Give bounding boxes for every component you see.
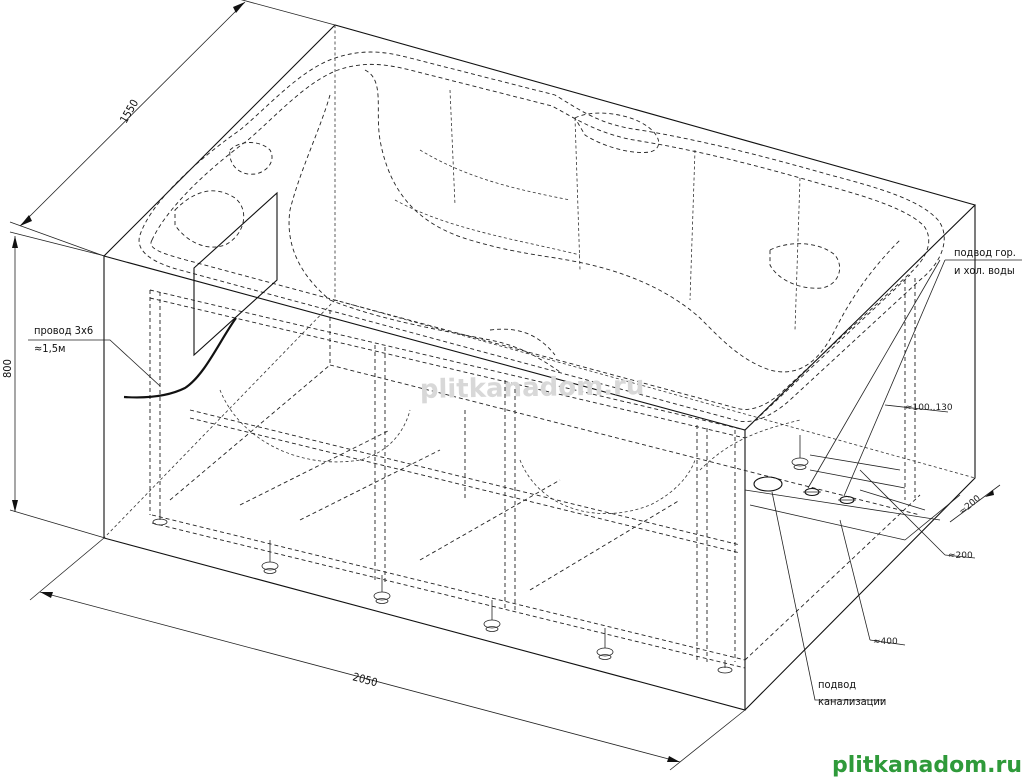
bounding-box (103, 24, 977, 711)
water-label-line1: подвод гор. (954, 246, 1016, 259)
width-dimension-label: 1550 (117, 97, 141, 125)
adjustable-feet (152, 435, 809, 674)
watermark-center: plitkanadom.ru (420, 371, 645, 405)
water-callout: подвод гор. и хол. воды (954, 246, 1016, 277)
dim-200-label-a: ≈200 (948, 551, 973, 561)
foot (483, 600, 501, 632)
foot (596, 628, 614, 660)
tub-rim (138, 51, 945, 514)
drain-label-line2: канализации (818, 695, 886, 708)
foot (373, 575, 391, 604)
dimension-length: 2050 (29, 537, 746, 771)
dim-100-130-label: ≈100..130 (905, 403, 953, 413)
wire-label-line1: провод 3х6 (34, 324, 93, 337)
drain-label-line1: подвод (818, 678, 856, 691)
dim-400-label: ≈400 (873, 637, 898, 647)
foot (261, 540, 279, 574)
length-dimension-label: 2050 (351, 670, 379, 689)
drain-point (753, 476, 783, 492)
control-panel-wire (123, 191, 278, 399)
foot (152, 510, 168, 526)
dimension-width: 1550 (9, 0, 336, 257)
foot (791, 435, 809, 470)
watermark-corner: plitkanadom.ru (832, 753, 1022, 778)
dim-200-label-b: ≈200 (958, 494, 984, 518)
support-frame (149, 274, 921, 669)
drain-callout: подвод канализации (818, 678, 886, 708)
connection-points (744, 259, 1022, 701)
foot (717, 660, 733, 674)
dimension-height: 800 (1, 231, 106, 539)
wire-label-line2: ≈1,5м (34, 342, 66, 355)
water-label-line2: и хол. воды (954, 264, 1015, 277)
wire-callout: провод 3х6 ≈1,5м (28, 324, 161, 387)
height-dimension-label: 800 (1, 359, 14, 378)
